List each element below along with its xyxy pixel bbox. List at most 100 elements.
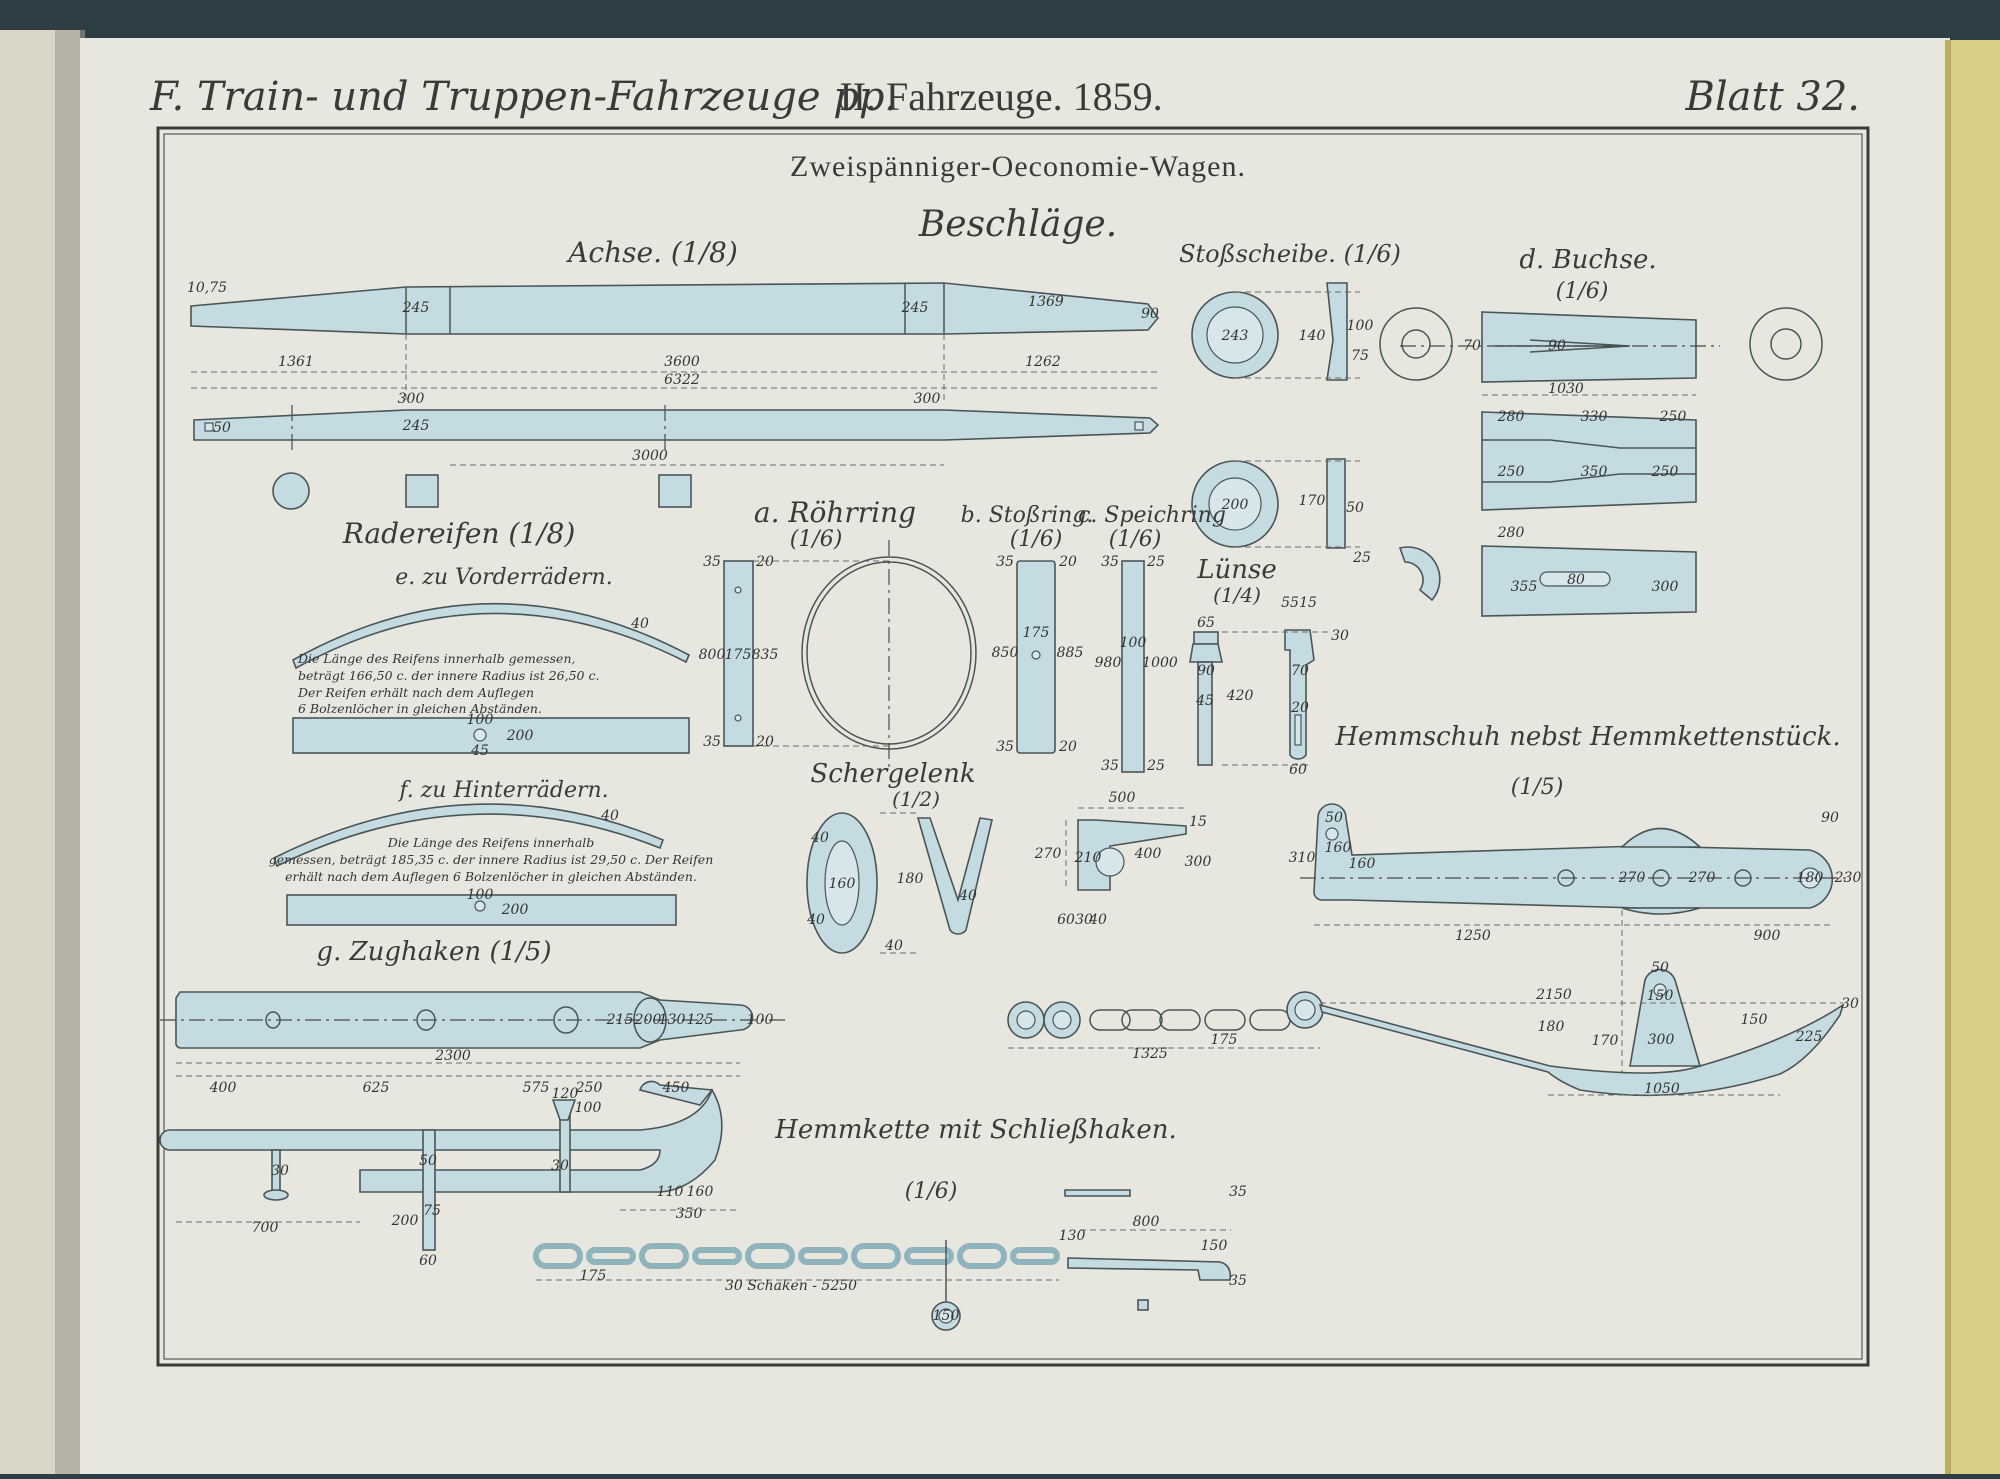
- dimension-label: 60: [1057, 912, 1075, 928]
- radereifen-drawing: [272, 602, 691, 926]
- hemmkette-scale: (1/6): [905, 1179, 958, 1204]
- luense-drawing: [1189, 629, 1330, 766]
- dimension-label: 270: [1618, 870, 1646, 886]
- chain-link: [745, 1243, 795, 1269]
- dimension-label: 15: [1299, 595, 1317, 611]
- chain-link: [692, 1247, 742, 1265]
- dimension-label: 270: [1688, 870, 1716, 886]
- frame-outer: [156, 126, 1870, 1367]
- dimension-label: 300: [1652, 579, 1679, 595]
- annotation-note: Der Reifen erhält nach dem Auflegen: [297, 685, 534, 700]
- dimension-label: 35: [1101, 554, 1119, 570]
- dimension-label: 180: [1797, 870, 1824, 886]
- hemmkettenstueck-chain: [1007, 991, 1324, 1049]
- dimension-label: 35: [703, 554, 721, 570]
- rings-drawing: [723, 540, 1145, 773]
- dimension-label: 280: [1497, 525, 1525, 541]
- dimension-label: 65: [1197, 615, 1215, 631]
- dimension-label: 350: [676, 1206, 703, 1222]
- dimension-label: 1262: [1025, 354, 1061, 370]
- dimension-label: 40: [958, 888, 977, 904]
- dimension-label: 1325: [1132, 1046, 1168, 1062]
- plate-title: Zweispänniger-Oeconomie-Wagen.: [790, 150, 1246, 183]
- dimension-label: 90: [1548, 338, 1566, 354]
- dimension-label: 225: [1795, 1029, 1823, 1045]
- speichring-scale: (1/6): [1109, 527, 1162, 552]
- zughaken-title: g. Zughaken (1/5): [316, 937, 551, 967]
- dimension-label: 250: [575, 1080, 603, 1096]
- dimension-label: 80: [1567, 572, 1585, 588]
- stossring-title: b. Stoßring.: [961, 503, 1094, 528]
- dimension-label: 50: [1325, 810, 1343, 826]
- page: [80, 38, 1950, 1474]
- dimension-label: 310: [1289, 850, 1316, 866]
- dimension-label: 885: [1057, 645, 1084, 661]
- dimension-label: 400: [209, 1080, 237, 1096]
- dimension-label: 175: [1023, 625, 1050, 641]
- frame-inner: [163, 133, 1863, 1360]
- dimension-label: 1000: [1142, 655, 1178, 671]
- chain-link: [798, 1247, 848, 1265]
- dimension-label: 35: [1101, 758, 1119, 774]
- page-edge-line: [1945, 40, 1951, 1474]
- dimension-label: 30: [1331, 628, 1349, 644]
- dimension-label: 150: [1647, 988, 1674, 1004]
- radereifen-title: Radereifen (1/8): [342, 517, 576, 550]
- dimension-label: 30: [271, 1163, 289, 1179]
- bracket-drawing: [1065, 807, 1187, 891]
- speichring-title: c. Speichring: [1078, 503, 1226, 528]
- dimension-label: 350: [1581, 464, 1608, 480]
- dimension-label: 40: [600, 808, 619, 824]
- schergelenk-title: Schergelenk: [810, 759, 975, 789]
- dimension-label: 50: [1346, 500, 1364, 516]
- annotation-note: Die Länge des Reifens innerhalb gemessen…: [297, 651, 575, 666]
- dimension-label: 850: [992, 645, 1019, 661]
- dimension-label: 200: [391, 1213, 419, 1229]
- dimension-label: 800: [699, 647, 726, 663]
- annotation-note: beträgt 166,50 c. der innere Radius ist …: [298, 668, 599, 683]
- dimension-label: 175: [725, 647, 752, 663]
- dimension-label: 250: [1659, 409, 1687, 425]
- dimension-label: 75: [1351, 348, 1369, 364]
- dimension-label: 40: [810, 830, 829, 846]
- stossring-scale: (1/6): [1010, 527, 1063, 552]
- dimension-label: 170: [1299, 493, 1326, 509]
- dimension-label: 20: [1058, 739, 1077, 755]
- dimension-label: 1369: [1028, 294, 1064, 310]
- front-tire-title: e. zu Vorderrädern.: [395, 565, 612, 590]
- dimension-label: 160: [1349, 856, 1376, 872]
- dimension-label: 50: [1651, 960, 1669, 976]
- dimension-label: 200: [1221, 497, 1249, 513]
- dimension-label: 30: [1075, 912, 1093, 928]
- dimension-label: 50: [213, 420, 231, 436]
- dimension-label: 55: [1281, 595, 1299, 611]
- dimension-label: 10,75: [187, 280, 227, 296]
- buchse-drawing: [1379, 307, 1823, 617]
- dimension-label: 30: [551, 1158, 569, 1174]
- chain-link: [851, 1243, 901, 1269]
- dimension-label: 35: [996, 739, 1014, 755]
- dimension-label: 300: [1648, 1032, 1675, 1048]
- dimension-label: 30 Schaken - 5250: [725, 1278, 857, 1294]
- hemmschuh-scale: (1/5): [1511, 775, 1564, 800]
- dimension-label: 170: [1592, 1033, 1619, 1049]
- dimension-label: 245: [402, 418, 430, 434]
- dimension-label: 50: [419, 1153, 437, 1169]
- dimension-label: 1361: [278, 354, 314, 370]
- dimension-label: 243: [1221, 328, 1249, 344]
- dimension-label: 300: [398, 391, 425, 407]
- dimension-label: 230: [1834, 870, 1862, 886]
- dimension-label: 90: [1197, 663, 1215, 679]
- dimension-label: 215: [606, 1012, 634, 1028]
- dimension-label: 45: [470, 743, 489, 759]
- dimension-label: 20: [1290, 700, 1309, 716]
- dimension-label: 180: [1538, 1019, 1565, 1035]
- dimension-label: 500: [1109, 790, 1136, 806]
- hemmschuh-title: Hemmschuh nebst Hemmkettenstück.: [1334, 722, 1840, 752]
- dimension-label: 280: [1497, 409, 1525, 425]
- achse-drawing: [190, 282, 1160, 510]
- chain-link: [639, 1243, 689, 1269]
- dimension-label: 1050: [1644, 1081, 1680, 1097]
- dimension-label: 355: [1511, 579, 1538, 595]
